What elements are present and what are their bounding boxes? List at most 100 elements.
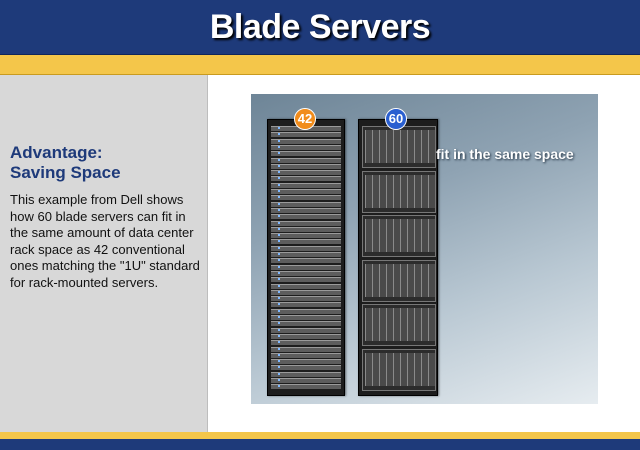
blade-unit bbox=[379, 308, 386, 341]
blade-unit bbox=[379, 219, 386, 252]
server-unit-slot bbox=[271, 226, 341, 232]
blade-unit bbox=[400, 174, 407, 208]
server-unit-slot bbox=[271, 321, 341, 327]
server-unit-slot bbox=[271, 176, 341, 182]
status-led-icon bbox=[278, 265, 280, 268]
server-unit-slot bbox=[271, 378, 341, 383]
blade-chassis bbox=[362, 126, 436, 168]
status-led-icon bbox=[278, 183, 280, 186]
blade-unit bbox=[421, 263, 428, 297]
server-unit-slot bbox=[271, 151, 341, 157]
blade-chassis bbox=[362, 259, 436, 302]
server-unit-slot bbox=[271, 277, 341, 283]
server-unit-slot bbox=[271, 315, 341, 320]
blade-unit bbox=[386, 174, 393, 208]
blade-unit bbox=[365, 352, 372, 386]
server-unit-slot bbox=[271, 138, 341, 144]
blade-unit bbox=[400, 308, 407, 341]
blade-unit bbox=[428, 263, 435, 297]
server-unit-slot bbox=[271, 258, 341, 264]
conventional-server-rack bbox=[267, 119, 345, 396]
slide-title: Blade Servers bbox=[209, 8, 431, 46]
blade-unit bbox=[386, 219, 393, 252]
blade-unit bbox=[421, 308, 428, 341]
blade-unit bbox=[414, 130, 421, 163]
blade-unit bbox=[400, 263, 407, 297]
server-unit-slot bbox=[271, 252, 341, 257]
blade-unit bbox=[400, 219, 407, 252]
server-unit-slot bbox=[271, 340, 341, 346]
server-unit-slot bbox=[271, 163, 341, 169]
status-led-icon bbox=[278, 234, 280, 237]
server-unit-slot bbox=[271, 346, 341, 352]
status-led-icon bbox=[278, 227, 280, 230]
status-led-icon bbox=[278, 278, 280, 281]
blade-unit bbox=[372, 219, 379, 252]
blade-chassis bbox=[362, 215, 436, 257]
blade-unit bbox=[393, 263, 400, 297]
blade-unit bbox=[400, 130, 407, 163]
status-led-icon bbox=[278, 133, 280, 136]
blade-unit bbox=[407, 174, 414, 208]
status-led-icon bbox=[278, 202, 280, 205]
blade-unit bbox=[372, 174, 379, 208]
status-led-icon bbox=[278, 347, 280, 350]
server-unit-slot bbox=[271, 289, 341, 295]
blade-unit bbox=[379, 130, 386, 163]
server-unit-slot bbox=[271, 195, 341, 201]
blade-unit bbox=[379, 263, 386, 297]
blade-unit bbox=[393, 219, 400, 252]
server-unit-slot bbox=[271, 182, 341, 188]
status-led-icon bbox=[278, 215, 280, 218]
blade-chassis bbox=[362, 170, 436, 213]
blade-unit bbox=[428, 174, 435, 208]
blade-unit bbox=[400, 352, 407, 386]
server-unit-slot bbox=[271, 214, 341, 220]
blade-unit bbox=[386, 308, 393, 341]
blade-unit bbox=[365, 130, 372, 163]
blade-unit bbox=[379, 352, 386, 386]
sidebar-heading-line-2: Saving Space bbox=[10, 163, 121, 182]
sidebar-heading-line-1: Advantage: bbox=[10, 143, 103, 162]
status-led-icon bbox=[278, 190, 280, 192]
server-unit-slot bbox=[271, 239, 341, 245]
server-unit-slot bbox=[271, 264, 341, 270]
blade-unit bbox=[372, 308, 379, 341]
status-led-icon bbox=[278, 297, 280, 300]
status-led-icon bbox=[278, 208, 280, 211]
blade-unit bbox=[407, 308, 414, 341]
image-caption: fit in the same space bbox=[436, 146, 574, 162]
blade-unit bbox=[393, 308, 400, 341]
status-led-icon bbox=[278, 316, 280, 318]
status-led-icon bbox=[278, 127, 280, 129]
blade-unit bbox=[407, 130, 414, 163]
status-led-icon bbox=[278, 177, 280, 180]
blade-unit bbox=[407, 219, 414, 252]
status-led-icon bbox=[278, 290, 280, 293]
blade-unit bbox=[365, 263, 372, 297]
blade-unit bbox=[386, 130, 393, 163]
blade-unit bbox=[393, 352, 400, 386]
rack-comparison-image: 42 60 fit in the same space bbox=[251, 94, 598, 404]
blade-unit bbox=[414, 263, 421, 297]
server-unit-slot bbox=[271, 283, 341, 289]
server-unit-slot bbox=[271, 296, 341, 302]
top-accent-band bbox=[0, 55, 640, 75]
blade-unit bbox=[414, 308, 421, 341]
status-led-icon bbox=[278, 139, 280, 142]
title-bar: Blade Servers bbox=[0, 0, 640, 55]
blade-unit bbox=[386, 263, 393, 297]
blade-unit bbox=[365, 219, 372, 252]
status-led-icon bbox=[278, 385, 280, 388]
blade-unit bbox=[414, 352, 421, 386]
blade-unit bbox=[421, 130, 428, 163]
server-unit-slot bbox=[271, 233, 341, 239]
blade-unit bbox=[379, 174, 386, 208]
status-led-icon bbox=[278, 366, 280, 369]
blade-server-rack bbox=[358, 119, 438, 396]
bottom-accent-band bbox=[0, 432, 640, 439]
status-led-icon bbox=[278, 152, 280, 155]
status-led-icon bbox=[278, 246, 280, 249]
status-led-icon bbox=[278, 164, 280, 167]
status-led-icon bbox=[278, 221, 280, 224]
